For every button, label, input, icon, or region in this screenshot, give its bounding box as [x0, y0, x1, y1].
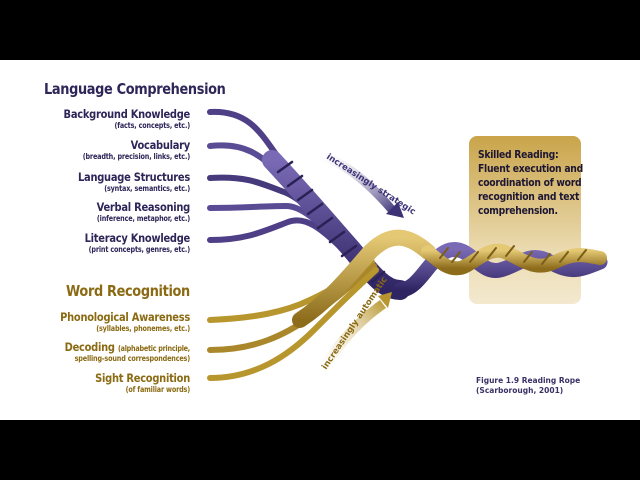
skilled-reading-line-1: Skilled Reading:	[478, 149, 559, 161]
verbal-reasoning-title: Verbal Reasoning	[96, 200, 191, 214]
verbal-reasoning-detail: (inference, metaphor, etc.)	[96, 214, 190, 223]
label-language-structures: Language Structures (syntax, semantics, …	[0, 170, 190, 193]
label-sight-recognition: Sight Recognition (of familiar words)	[0, 371, 190, 394]
strategic-arrow-label: increasingly strategic	[324, 152, 417, 217]
skilled-reading-text: Skilled Reading: Fluent execution and co…	[478, 148, 588, 218]
rope-twist-marks	[439, 245, 587, 265]
language-strands	[207, 108, 410, 300]
phonological-awareness-detail: (syllables, phonemes, etc.)	[96, 324, 190, 333]
bottom-letterbox	[0, 420, 640, 480]
decoding-detail-inline: (alphabetic principle,	[117, 344, 190, 353]
literacy-knowledge-detail: (print concepts, genres, etc.)	[88, 245, 191, 254]
decoding-line: Decoding (alphabetic principle,	[27, 340, 191, 354]
language-comprehension-heading: Language Comprehension	[44, 80, 226, 98]
strategic-arrow	[318, 150, 404, 218]
rope-gold-strand	[421, 243, 607, 276]
label-background-knowledge: Background Knowledge (facts, concepts, e…	[0, 107, 191, 130]
skilled-reading-line-2: Fluent execution and	[478, 163, 583, 175]
automatic-arrow	[316, 292, 392, 376]
language-bundle	[262, 150, 410, 300]
top-letterbox	[0, 0, 640, 60]
word-recognition-heading: Word Recognition	[66, 282, 190, 300]
decoding-detail: spelling-sound correspondences)	[74, 354, 191, 363]
label-literacy-knowledge: Literacy Knowledge (print concepts, genr…	[0, 231, 191, 254]
skilled-reading-line-5: comprehension.	[478, 205, 558, 217]
language-structures-detail: (syntax, semantics, etc.)	[104, 184, 190, 193]
literacy-knowledge-title: Literacy Knowledge	[84, 231, 191, 245]
skilled-reading-line-4: recognition and text	[478, 191, 580, 203]
label-verbal-reasoning: Verbal Reasoning (inference, metaphor, e…	[0, 200, 191, 223]
sight-recognition-title: Sight Recognition	[95, 371, 190, 385]
label-decoding: Decoding (alphabetic principle, spelling…	[0, 340, 191, 363]
label-phonological-awareness: Phonological Awareness (syllables, phone…	[0, 310, 190, 333]
vocabulary-title: Vocabulary	[130, 138, 191, 152]
combined-rope	[392, 242, 608, 298]
vocabulary-detail: (breadth, precision, links, etc.)	[82, 152, 190, 161]
caption-line-1: Figure 1.9 Reading Rope	[476, 376, 581, 385]
sight-recognition-detail: (of familiar words)	[125, 385, 191, 394]
decoding-title: Decoding	[64, 340, 115, 354]
figure-caption: Figure 1.9 Reading Rope (Scarborough, 20…	[476, 376, 580, 396]
word-strands	[207, 229, 436, 381]
phonological-awareness-title: Phonological Awareness	[60, 310, 190, 324]
background-knowledge-detail: (facts, concepts, etc.)	[114, 121, 190, 130]
word-bundle	[292, 229, 436, 328]
language-structures-title: Language Structures	[77, 170, 190, 184]
caption-line-2: (Scarborough, 2001)	[476, 386, 564, 395]
label-vocabulary: Vocabulary (breadth, precision, links, e…	[0, 138, 191, 161]
skilled-reading-line-3: coordination of word	[478, 177, 582, 189]
strand-sight-recognition	[207, 267, 379, 381]
background-knowledge-title: Background Knowledge	[63, 107, 191, 121]
